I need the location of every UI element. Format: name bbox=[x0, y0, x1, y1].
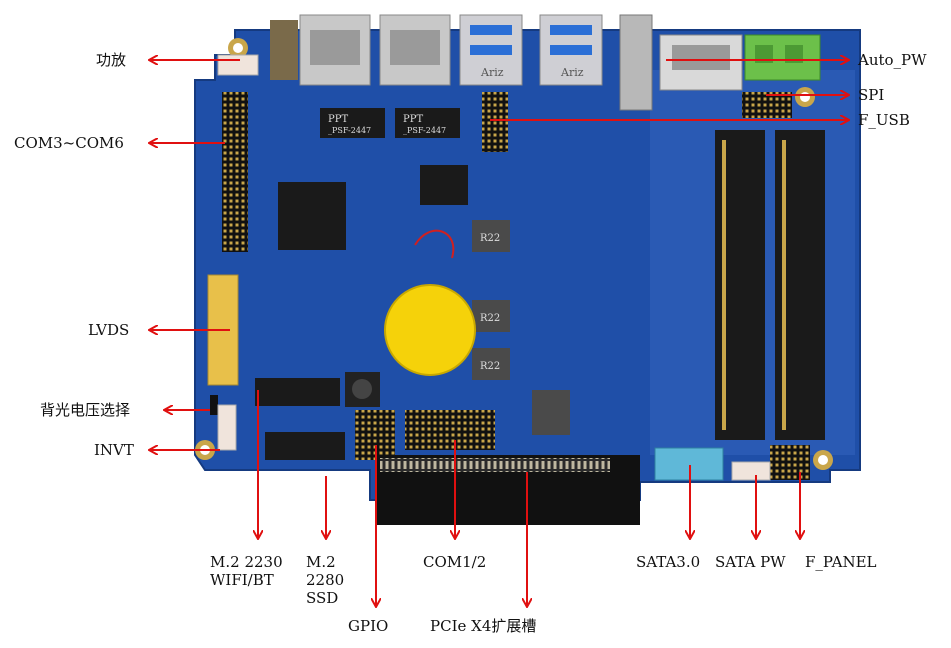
label-backlight-voltage: 背光电压选择 bbox=[40, 401, 131, 419]
io-chip bbox=[278, 182, 346, 250]
inductor-label-2: R22 bbox=[480, 313, 500, 324]
green-terminal-block bbox=[744, 34, 821, 81]
label-spi: SPI bbox=[858, 86, 885, 104]
callout-arrows bbox=[150, 60, 848, 606]
label-m2-2280-line1: M.2 bbox=[306, 553, 336, 571]
label-f-panel: F_PANEL bbox=[805, 553, 877, 571]
inductor-label-3: R22 bbox=[480, 361, 500, 372]
label-gpio: GPIO bbox=[348, 617, 389, 635]
controller-chip bbox=[420, 165, 468, 205]
label-sata-pw: SATA PW bbox=[715, 553, 786, 571]
label-amplifier: 功放 bbox=[96, 51, 127, 69]
backlight-jumper bbox=[210, 395, 218, 415]
label-m2-2230-line2: WIFI/BT bbox=[210, 571, 274, 589]
com-pin-header bbox=[222, 92, 248, 252]
amp-connector bbox=[217, 54, 259, 76]
sata-power-connector bbox=[731, 461, 771, 481]
usb-brand-text-1: Ariz bbox=[480, 66, 504, 79]
label-sata3: SATA3.0 bbox=[636, 553, 701, 571]
cmos-battery bbox=[384, 229, 476, 376]
com1-2-header bbox=[405, 410, 495, 450]
m2-2230-slot bbox=[255, 378, 340, 406]
lan-ports bbox=[299, 14, 451, 86]
transformer-part-1: _PSF-2447 bbox=[328, 126, 371, 135]
transformer-label-2: PPT bbox=[403, 114, 423, 125]
f-panel-header bbox=[770, 445, 810, 480]
audio-jack bbox=[270, 20, 298, 80]
label-com3-com6: COM3~COM6 bbox=[14, 134, 124, 152]
label-m2-2230: M.2 2230 WIFI/BT bbox=[210, 553, 283, 589]
m2-2280-slot bbox=[265, 432, 345, 460]
spi-header bbox=[742, 92, 792, 118]
inductors: R22 R22 R22 bbox=[472, 220, 570, 435]
label-m2-2280-line2: 2280 bbox=[306, 571, 345, 589]
label-com1-2: COM1/2 bbox=[423, 553, 487, 571]
label-invt: INVT bbox=[94, 441, 134, 459]
usb3-ports: Ariz Ariz bbox=[459, 14, 603, 86]
invt-connector bbox=[217, 404, 237, 451]
usb-brand-text-2: Ariz bbox=[560, 66, 584, 79]
transformer-label-1: PPT bbox=[328, 114, 348, 125]
power-jack bbox=[619, 14, 743, 111]
label-m2-2280: M.2 2280 SSD bbox=[306, 553, 344, 607]
label-auto-pw: Auto_PW bbox=[858, 51, 927, 69]
transformer-part-2: _PSF-2447 bbox=[403, 126, 446, 135]
label-f-usb: F_USB bbox=[858, 111, 910, 129]
label-lvds: LVDS bbox=[88, 321, 130, 339]
lan-transformers: PPT PPT _PSF-2447 _PSF-2447 bbox=[320, 108, 460, 138]
label-pcie: PCIe X4扩展槽 bbox=[430, 617, 537, 635]
inductor-label-1: R22 bbox=[480, 233, 500, 244]
label-m2-2280-line3: SSD bbox=[306, 589, 339, 607]
label-m2-2230-line1: M.2 2230 bbox=[210, 553, 283, 571]
f-usb-header bbox=[482, 92, 508, 152]
